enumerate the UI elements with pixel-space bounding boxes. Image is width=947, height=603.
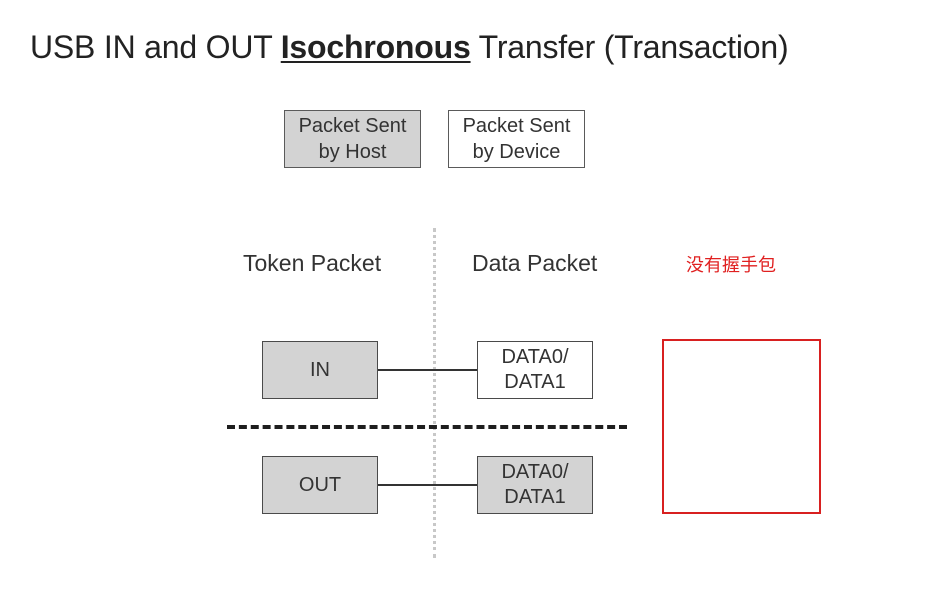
legend-device-packet: Packet Sent by Device: [448, 110, 585, 168]
title-emphasis: Isochronous: [280, 29, 471, 65]
in-connector-line: [378, 369, 477, 371]
slide-title: USB IN and OUT Isochronous Transfer (Tra…: [30, 27, 789, 67]
out-connector-line: [378, 484, 477, 486]
legend-host-line-1: Packet Sent: [298, 115, 407, 137]
in-token-label: IN: [310, 358, 330, 381]
title-prefix: USB IN and OUT: [30, 29, 281, 65]
token-packet-header: Token Packet: [243, 250, 382, 276]
in-token-packet: IN: [262, 341, 378, 399]
data-packet-header: Data Packet: [472, 250, 598, 276]
out-token-packet: OUT: [262, 456, 378, 514]
title-suffix: Transfer (Transaction): [470, 29, 789, 65]
out-token-label: OUT: [298, 473, 342, 496]
out-data-line-2: DATA1: [504, 486, 566, 508]
out-data-label: DATA0/ DATA1: [501, 460, 568, 510]
legend-device-line-1: Packet Sent: [462, 115, 571, 137]
in-data-line-1: DATA0/: [501, 346, 569, 368]
in-data-line-2: DATA1: [504, 371, 566, 393]
legend-host-label: Packet Sent by Host: [299, 113, 407, 165]
legend-host-packet: Packet Sent by Host: [284, 110, 421, 168]
in-out-separator: [227, 425, 627, 429]
missing-handshake-highlight-box: [662, 339, 821, 514]
legend-host-line-2: by Host: [318, 141, 387, 163]
out-data-line-1: DATA0/: [501, 461, 569, 483]
in-data-packet: DATA0/ DATA1: [477, 341, 593, 399]
legend-device-line-2: by Device: [472, 141, 561, 163]
no-handshake-annotation: 没有握手包: [686, 255, 776, 275]
column-divider: [433, 228, 436, 558]
out-data-packet: DATA0/ DATA1: [477, 456, 593, 514]
in-data-label: DATA0/ DATA1: [501, 345, 568, 395]
legend-device-label: Packet Sent by Device: [463, 113, 571, 165]
